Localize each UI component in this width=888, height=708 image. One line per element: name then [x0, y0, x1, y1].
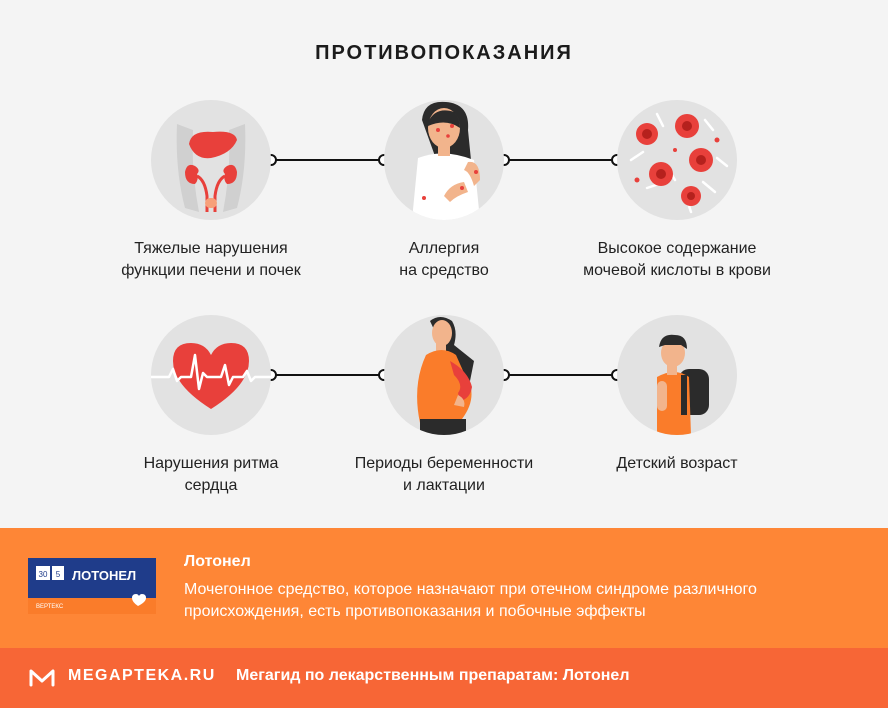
- heart-rhythm-icon: [151, 315, 271, 435]
- pack-dose-2: 5: [56, 570, 61, 579]
- drug-name: Лотонел: [184, 553, 251, 570]
- label-child-age: Детский возраст: [616, 455, 738, 472]
- pack-dose-1: 30: [39, 570, 48, 579]
- drug-package-image: 30 5 ЛОТОНЕЛ ВЕРТЕКС: [28, 558, 156, 614]
- pregnant-woman-icon: [384, 315, 504, 435]
- pack-brand: ЛОТОНЕЛ: [72, 568, 136, 583]
- footer-caption: Мегагид по лекарственным препаратам: Лот…: [236, 667, 630, 684]
- footer-logo-text[interactable]: MEGAPTEKA.RU: [68, 667, 216, 684]
- allergy-woman-icon: [384, 100, 504, 220]
- blood-cells-icon: [617, 100, 737, 220]
- drug-info-band: 30 5 ЛОТОНЕЛ ВЕРТЕКС Лотонел Мочегонное …: [0, 528, 888, 648]
- kidney-liver-icon: [151, 100, 271, 220]
- contraindications-section: ПРОТИВОПОКАЗАНИЯ: [121, 42, 771, 494]
- drug-description: Мочегонное средство, которое назначают п…: [184, 581, 757, 620]
- megapteka-logo-icon: [29, 669, 55, 687]
- child-icon: [617, 315, 737, 435]
- footer-bar: MEGAPTEKA.RU Мегагид по лекарственным пр…: [0, 648, 888, 708]
- page-title: ПРОТИВОПОКАЗАНИЯ: [315, 42, 573, 64]
- pack-maker: ВЕРТЕКС: [36, 604, 64, 610]
